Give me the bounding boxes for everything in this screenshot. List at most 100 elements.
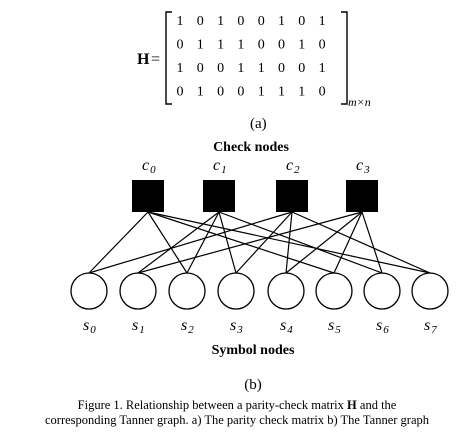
matrix-cell-r0-c1: 0 <box>197 14 204 29</box>
matrix-cell-r3-c4: 1 <box>258 85 265 100</box>
panel-label-b: (b) <box>244 377 262 393</box>
matrix-cell-r3-c1: 1 <box>197 85 204 100</box>
symbol-node-label-index: 7 <box>431 324 437 336</box>
matrix-equals: = <box>151 51 160 68</box>
matrix-cell-r1-c4: 0 <box>258 38 265 53</box>
symbol-node-group: s0 s1 s2 s3 s4 s5 s6 s7 <box>70 272 449 336</box>
caption-line-2-text: corresponding Tanner graph. a) The parit… <box>45 413 429 427</box>
symbol-node-s3 <box>217 272 255 310</box>
symbol-node-label-s4: s4 <box>280 317 293 336</box>
symbol-node-s0 <box>70 272 108 310</box>
figure-caption-line-2: corresponding Tanner graph. a) The parit… <box>0 413 474 428</box>
matrix-cell-r0-c3: 0 <box>237 14 244 29</box>
matrix-cell-r0-c4: 0 <box>258 14 265 29</box>
check-node-c0 <box>132 180 164 212</box>
symbol-node-label-index: 6 <box>383 324 389 336</box>
symbol-node-label-s7: s7 <box>424 317 437 336</box>
tanner-edges <box>88 211 431 274</box>
matrix-cell-r0-c6: 0 <box>298 14 305 29</box>
symbol-node-label-s1: s1 <box>132 317 145 336</box>
matrix-cell-r0-c5: 1 <box>278 14 285 29</box>
edge-c3-s4 <box>285 211 363 274</box>
matrix-cell-r2-c1: 0 <box>197 61 204 76</box>
matrix-cell-r1-c0: 0 <box>177 38 184 53</box>
figure-caption-line-1: Figure 1. Relationship between a parity-… <box>0 398 474 413</box>
edge-c0-s5 <box>147 211 335 274</box>
matrix-cell-r2-c3: 1 <box>237 61 244 76</box>
matrix-cell-r2-c5: 0 <box>278 61 285 76</box>
symbol-node-label-index: 2 <box>188 324 194 336</box>
check-nodes-heading: Check nodes <box>213 140 289 155</box>
edge-c1-s2 <box>186 211 220 274</box>
matrix-cell-r1-c2: 1 <box>217 38 224 53</box>
matrix-cell-r2-c4: 1 <box>258 61 265 76</box>
edge-c3-s5 <box>333 211 363 274</box>
check-node-c3 <box>346 180 378 212</box>
symbol-node-label-s5: s5 <box>328 317 341 336</box>
symbol-node-s1 <box>119 272 157 310</box>
edge-c3-s6 <box>361 211 383 274</box>
matrix-cell-r2-c2: 0 <box>217 61 224 76</box>
check-node-label-index: 1 <box>221 164 227 176</box>
edge-c2-s4 <box>285 211 293 274</box>
matrix-cell-r2-c7: 1 <box>319 61 326 76</box>
edge-c0-s2 <box>147 211 188 274</box>
edge-c2-s3 <box>235 211 293 274</box>
symbol-node-label-s6: s6 <box>376 317 389 336</box>
symbol-node-label-s0: s0 <box>83 317 96 336</box>
matrix-cell-r1-c6: 1 <box>298 38 305 53</box>
check-node-group: c0 c1 c2 c3 <box>132 157 378 212</box>
matrix-right-bracket <box>341 11 348 105</box>
edge-c1-s1 <box>137 211 220 274</box>
edge-c3-s1 <box>137 211 363 274</box>
symbol-node-label-index: 5 <box>335 324 341 336</box>
check-node-label-c3: c3 <box>356 157 370 176</box>
matrix-cell-r1-c1: 1 <box>197 38 204 53</box>
check-node-c1 <box>203 180 235 212</box>
symbol-node-s6 <box>363 272 401 310</box>
check-node-label-c2: c2 <box>286 157 300 176</box>
symbol-node-s4 <box>267 272 305 310</box>
symbol-node-label-s3: s3 <box>230 317 243 336</box>
matrix-cell-r2-c6: 0 <box>298 61 305 76</box>
matrix-cell-r1-c7: 0 <box>319 38 326 53</box>
matrix-cell-r3-c2: 0 <box>217 85 224 100</box>
check-node-label-c0: c0 <box>142 157 156 176</box>
matrix-left-bracket <box>165 11 172 105</box>
matrix-cell-r3-c7: 0 <box>319 85 326 100</box>
symbol-node-label-index: 4 <box>287 324 293 336</box>
matrix-cell-r3-c0: 0 <box>177 85 184 100</box>
check-node-label-index: 2 <box>294 164 300 176</box>
symbol-node-s7 <box>411 272 449 310</box>
check-node-label-c1: c1 <box>213 157 227 176</box>
edge-c2-s7 <box>291 211 431 274</box>
matrix-cell-r2-c0: 1 <box>177 61 184 76</box>
symbol-node-label-index: 1 <box>139 324 145 336</box>
matrix-cell-r0-c0: 1 <box>177 14 184 29</box>
edge-c0-s0 <box>88 211 149 274</box>
caption-prefix: Figure 1. Relationship between a parity-… <box>77 398 348 412</box>
symbol-node-label-s2: s2 <box>181 317 194 336</box>
matrix-cell-r1-c5: 0 <box>278 38 285 53</box>
check-node-label-index: 0 <box>150 164 156 176</box>
matrix-cell-r0-c2: 1 <box>217 14 224 29</box>
caption-bold-h: H <box>347 398 357 412</box>
edge-c2-s0 <box>88 211 293 274</box>
edge-c1-s3 <box>218 211 237 274</box>
matrix-cell-r1-c3: 1 <box>237 38 244 53</box>
matrix-cell-r0-c7: 1 <box>319 14 326 29</box>
symbol-node-label-index: 0 <box>90 324 96 336</box>
check-node-label-index: 3 <box>363 164 370 176</box>
matrix-cell-r3-c6: 1 <box>298 85 305 100</box>
check-node-c2 <box>276 180 308 212</box>
edge-c1-s6 <box>218 211 383 274</box>
panel-label-a: (a) <box>250 116 267 132</box>
matrix-cell-r3-c5: 1 <box>278 85 285 100</box>
symbol-node-s5 <box>315 272 353 310</box>
symbol-node-label-index: 3 <box>236 324 243 336</box>
symbol-node-s2 <box>168 272 206 310</box>
